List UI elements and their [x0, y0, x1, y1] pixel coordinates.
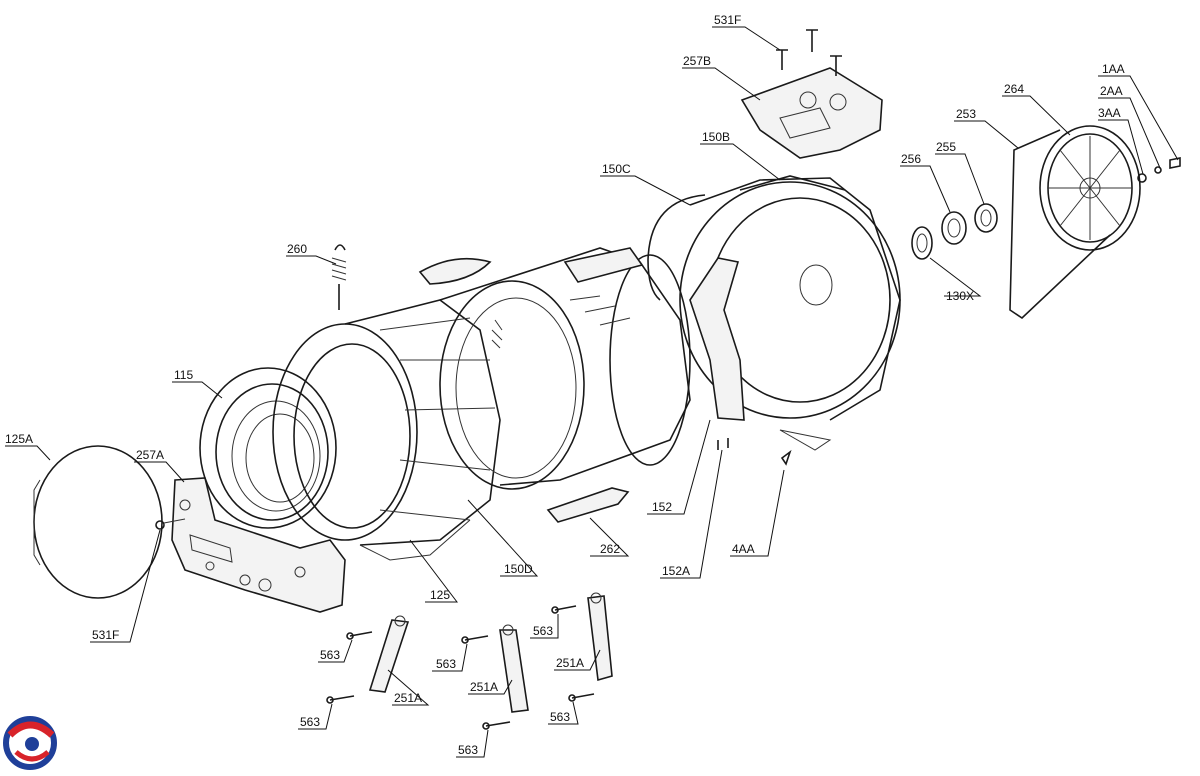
label-255: 255 [936, 140, 956, 154]
label-152: 152 [652, 500, 672, 514]
part-top-bracket [740, 67, 883, 159]
part-front-tub [272, 299, 501, 561]
label-257b: 257B [683, 54, 711, 68]
part-spring [331, 244, 503, 349]
part-door-glass [33, 445, 163, 599]
label-150d: 150D [504, 562, 533, 576]
part-drum [418, 247, 691, 486]
part-shock-absorber-2 [499, 624, 529, 713]
label-115: 115 [174, 368, 193, 382]
label-262: 262 [600, 542, 620, 556]
label-563-d: 563 [458, 743, 478, 757]
part-washers [1137, 157, 1181, 183]
label-130x: 130X [946, 289, 974, 303]
part-belt [1009, 129, 1111, 320]
part-shock-absorber-3 [587, 592, 613, 682]
part-seal-130x [911, 226, 933, 260]
label-150b: 150B [702, 130, 730, 144]
part-tub-ring [439, 280, 585, 490]
label-563-f: 563 [550, 710, 570, 724]
label-531f-bottom: 531F [92, 628, 119, 642]
label-150c: 150C [602, 162, 631, 176]
part-hook [780, 449, 792, 466]
part-baffle [546, 487, 630, 523]
label-1aa: 1AA [1102, 62, 1125, 76]
part-screws-531f-top [776, 29, 842, 76]
label-260: 260 [287, 242, 307, 256]
brand-logo [3, 716, 57, 770]
label-2aa: 2AA [1100, 84, 1123, 98]
part-pulley [1039, 125, 1141, 251]
part-door-ring [199, 367, 337, 529]
label-251a-c: 251A [556, 656, 584, 670]
label-563-e: 563 [533, 624, 553, 638]
part-gasket-arc [647, 194, 706, 301]
label-152a: 152A [662, 564, 690, 578]
label-531f-top: 531F [714, 13, 741, 27]
part-front-panel [171, 477, 346, 613]
part-labels: 531F 257B 1AA 2AA 3AA 264 253 256 255 15… [5, 13, 1125, 757]
label-251a-b: 251A [470, 680, 498, 694]
label-256: 256 [901, 152, 921, 166]
part-screws-563 [326, 605, 595, 730]
label-563-a: 563 [320, 648, 340, 662]
label-125: 125 [430, 588, 450, 602]
part-screw-531f-left [155, 518, 186, 530]
label-4aa: 4AA [732, 542, 755, 556]
label-3aa: 3AA [1098, 106, 1121, 120]
part-clips [717, 438, 729, 450]
label-251a-a: 251A [394, 691, 422, 705]
label-264: 264 [1004, 82, 1024, 96]
part-bearing-255 [974, 203, 998, 233]
part-shock-absorber-1 [368, 615, 410, 693]
label-257a: 257A [136, 448, 164, 462]
part-bearing-256 [941, 211, 967, 245]
leader-lines [5, 26, 1179, 758]
part-rear-tub [679, 175, 901, 451]
label-253: 253 [956, 107, 976, 121]
label-563-b: 563 [300, 715, 320, 729]
label-563-c: 563 [436, 657, 456, 671]
label-125a: 125A [5, 432, 33, 446]
